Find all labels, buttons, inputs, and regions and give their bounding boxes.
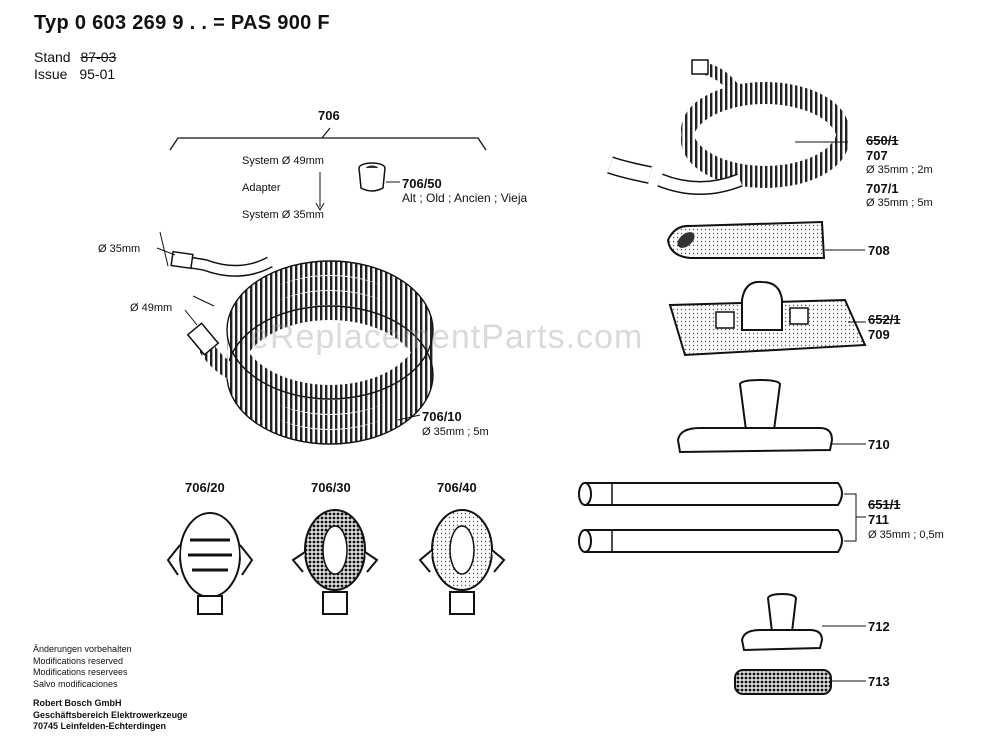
part-707-desc: Ø 35mm ; 2m <box>866 164 933 176</box>
dim-49-label: Ø 49mm <box>130 302 173 314</box>
adapter-706-50-drawing <box>358 162 386 192</box>
part-712-label: 712 <box>868 619 890 634</box>
upholstery-nozzle-712-drawing <box>740 592 824 652</box>
part-651-1-label: 651/1 <box>868 497 901 512</box>
part-708-label: 708 <box>868 243 890 258</box>
dim-35-label: Ø 35mm <box>98 243 141 255</box>
footer-line: Modifications reservees <box>33 667 128 677</box>
nozzle-706-30-drawing <box>291 509 379 615</box>
crevice-nozzle-708-drawing <box>666 220 826 259</box>
footer-disclaimer: Änderungen vorbehalten Modifications res… <box>33 644 132 690</box>
part-706-label: 706 <box>318 108 340 123</box>
part-706-40-label: 706/40 <box>437 480 477 495</box>
issue-value: 95-01 <box>79 66 116 82</box>
hose-707-drawing <box>607 62 849 195</box>
floor-nozzle-710-drawing <box>676 378 834 454</box>
part-706-20-label: 706/20 <box>185 480 225 495</box>
part-710-label: 710 <box>868 437 890 452</box>
stand-value: 87-03 <box>80 49 117 65</box>
extension-tubes-711-drawing <box>578 482 843 553</box>
part-706-50-label: 706/50 <box>402 176 442 191</box>
part-650-1-label: 650/1 <box>866 133 899 148</box>
part-707-1-desc: Ø 35mm ; 5m <box>866 197 933 209</box>
part-706-50-desc: Alt ; Old ; Ancien ; Vieja <box>402 191 528 205</box>
footer-line: Salvo modificaciones <box>33 678 118 689</box>
company-line: 70745 Leinfelden-Echterdingen <box>33 721 167 731</box>
issue-label: Issue <box>34 66 68 82</box>
system-35-label: System Ø 35mm <box>242 209 324 221</box>
footer-line: Änderungen vorbehalten <box>33 644 132 654</box>
footer-company: Robert Bosch GmbH Geschäftsbereich Elekt… <box>33 698 188 733</box>
part-706-10-label: 706/10 <box>422 409 462 424</box>
part-707-1-label: 707/1 <box>866 181 899 196</box>
issue-line: Issue 95-01 <box>34 66 115 82</box>
system-49-label: System Ø 49mm <box>242 155 324 167</box>
part-711-label: 711 <box>868 512 889 527</box>
adapter-label: Adapter <box>242 182 281 194</box>
company-line: Robert Bosch GmbH <box>33 698 122 708</box>
watermark: eReplacementParts.com <box>250 318 644 356</box>
part-713-label: 713 <box>868 674 890 689</box>
part-711-desc: Ø 35mm ; 0,5m <box>868 529 944 541</box>
type-title: Typ 0 603 269 9 . . = PAS 900 F <box>34 12 330 34</box>
part-706-10-desc: Ø 35mm ; 5m <box>422 426 489 438</box>
part-652-1-label: 652/1 <box>868 312 901 327</box>
brush-713-drawing <box>734 669 832 695</box>
stand-line: Stand 87-03 <box>34 49 116 65</box>
nozzle-706-40-drawing <box>418 509 506 615</box>
footer-line: Modifications reserved <box>33 655 124 666</box>
nozzle-706-20-drawing <box>166 512 254 615</box>
part-707-label: 707 <box>866 148 888 163</box>
floor-nozzle-709-drawing <box>668 280 867 357</box>
company-line: Geschäftsbereich Elektrowerkzeuge <box>33 709 188 720</box>
part-709-label: 709 <box>868 327 890 342</box>
part-706-30-label: 706/30 <box>311 480 351 495</box>
group-706-bracket <box>169 137 487 151</box>
hose-706-10-drawing <box>174 254 434 445</box>
stand-label: Stand <box>34 49 71 65</box>
